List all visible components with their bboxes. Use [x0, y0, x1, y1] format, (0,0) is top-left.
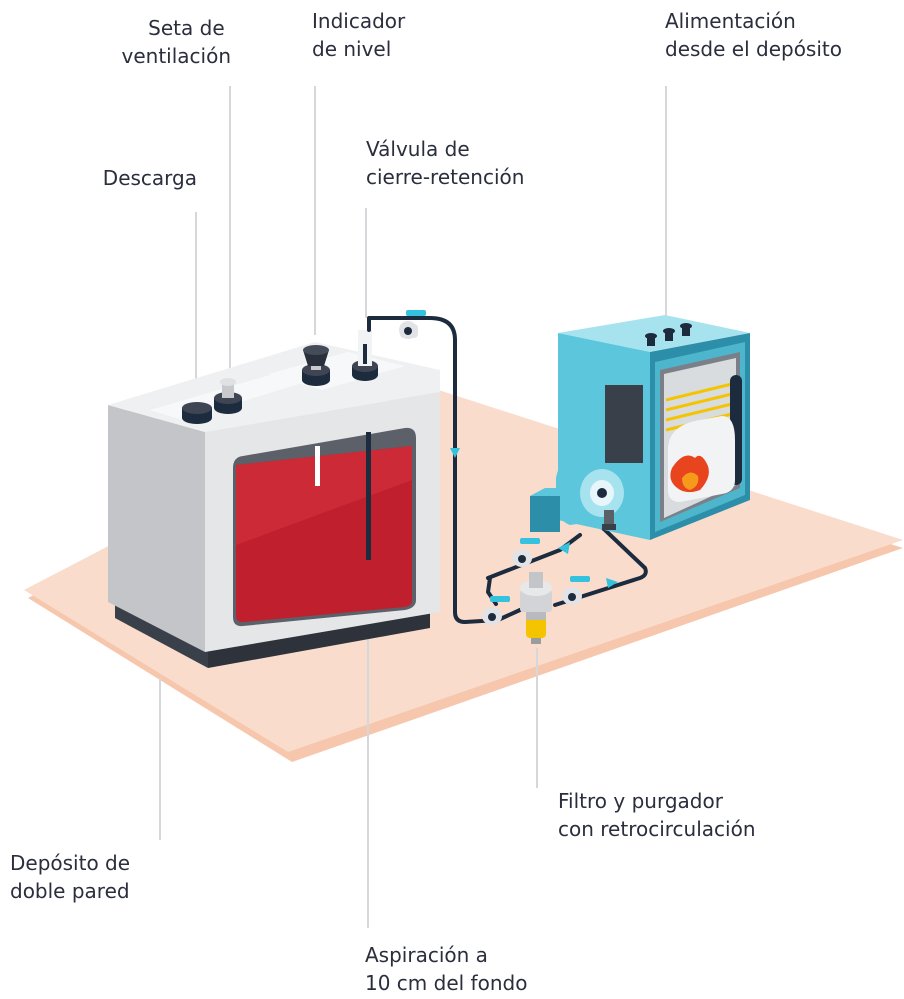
label-deposito: Depósito de doble pared [10, 851, 136, 903]
label-valvula: Válvula de cierre-retención [366, 137, 524, 189]
boiler-top-knobs [645, 323, 692, 346]
tank-fittings [182, 330, 378, 424]
labels: Descarga Seta de ventilación Indicador d… [10, 9, 842, 995]
filter-bleeder [520, 572, 552, 644]
label-filtro: Filtro y purgador con retrocirculación [558, 789, 756, 841]
valves [399, 310, 590, 625]
piping [367, 316, 648, 624]
burner [530, 455, 640, 532]
level-probe [315, 446, 320, 486]
label-seta: Seta de ventilación [122, 16, 232, 68]
tank-side [108, 405, 205, 652]
flow-arrows [450, 448, 618, 588]
boiler [558, 315, 750, 540]
valve-left-upper [512, 538, 540, 567]
valve-right [562, 576, 590, 605]
valve-left-lower [482, 596, 510, 625]
label-descarga: Descarga [103, 166, 197, 190]
valve-top [399, 310, 426, 339]
control-panel [605, 385, 643, 463]
label-alimentacion: Alimentación desde el depósito [665, 9, 842, 61]
label-aspiracion: Aspiración a 10 cm del fondo [365, 943, 527, 995]
double-wall-tank [108, 342, 440, 668]
suction-pipe [366, 432, 371, 560]
label-indicador: Indicador de nivel [312, 9, 412, 61]
